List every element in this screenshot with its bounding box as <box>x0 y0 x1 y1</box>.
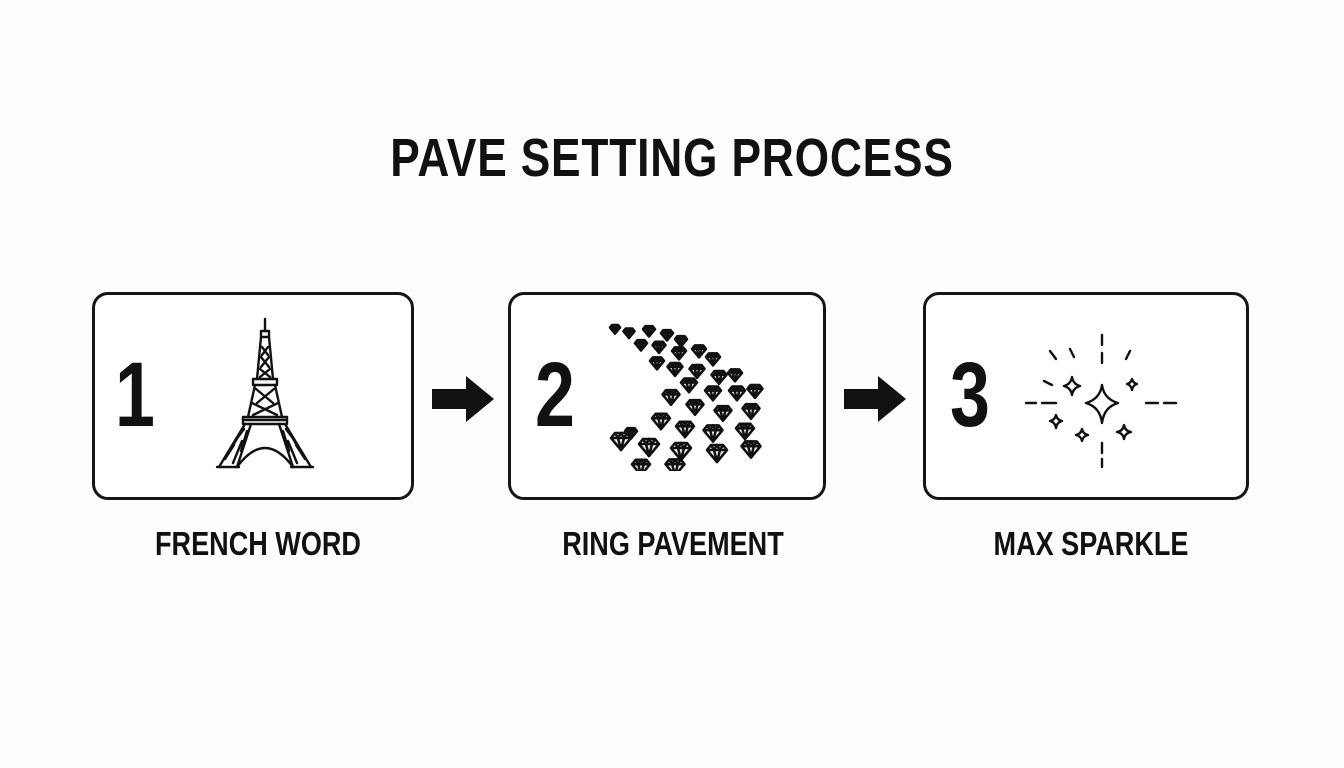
diamond-icon <box>623 426 639 440</box>
arrow-right-icon <box>432 376 494 422</box>
step-2-caption: RING PAVEMENT <box>562 525 784 562</box>
pave-diamonds-icon <box>608 323 764 471</box>
diamond-icon <box>633 338 649 352</box>
diamond-icon <box>679 377 699 394</box>
diamond-icon <box>704 352 722 367</box>
diamond-icon <box>664 458 686 471</box>
diamond-icon <box>659 328 675 342</box>
diamond-icon <box>666 361 684 378</box>
diamond-icon <box>713 404 733 422</box>
sparkle-icon <box>1024 333 1178 469</box>
arrow-right-icon <box>844 376 906 422</box>
diamond-icon <box>727 385 747 402</box>
diamond-icon <box>674 420 696 439</box>
step-3-box: 3 <box>923 292 1249 500</box>
diamond-icon <box>651 340 667 355</box>
diamond-icon <box>710 369 728 386</box>
diamond-icon <box>650 412 672 431</box>
diamond-icon <box>740 440 762 459</box>
diamond-icon <box>608 323 622 335</box>
diamond-icon <box>734 422 756 441</box>
page-title: PAVE SETTING PROCESS <box>390 128 954 188</box>
step-1-caption: FRENCH WORD <box>155 525 361 562</box>
diamond-icon <box>685 398 705 416</box>
step-1-number: 1 <box>115 344 155 446</box>
diamond-icon <box>630 458 652 471</box>
diamond-icon <box>661 388 681 406</box>
diamond-icon <box>702 424 724 443</box>
step-2-number: 2 <box>535 344 575 446</box>
diamond-icon <box>622 327 636 340</box>
diamond-icon <box>670 346 688 361</box>
step-3-caption: MAX SPARKLE <box>993 525 1189 562</box>
diamond-icon <box>726 368 744 383</box>
diamond-icon <box>705 443 729 464</box>
diamond-icon <box>741 402 761 420</box>
step-3-number: 3 <box>950 344 990 446</box>
step-1-box: 1 <box>92 292 414 500</box>
diamond-icon <box>746 383 764 400</box>
eiffel-tower-icon <box>215 317 315 469</box>
diamond-icon <box>673 334 689 348</box>
diamond-icon <box>690 344 708 359</box>
diamond-icon <box>637 437 661 458</box>
diamond-icon <box>641 324 657 338</box>
diamond-icon <box>703 385 723 402</box>
step-2-box: 2 <box>508 292 826 500</box>
diamond-icon <box>688 363 706 380</box>
diamond-icon <box>669 441 693 462</box>
diamond-icon <box>648 356 666 371</box>
